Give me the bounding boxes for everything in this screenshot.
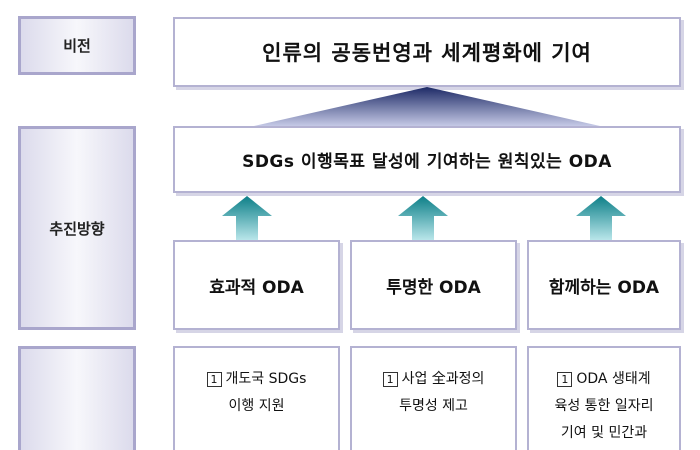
up-arrow-icon-pillar-1 [222,196,272,240]
task-number-1: 1 [206,371,222,387]
direction-text: SDGs 이행목표 달성에 기여하는 원칙있는 ODA [242,152,612,172]
pillar-box-1: 효과적 ODA [173,240,340,330]
pillar-label-2: 투명한 ODA [386,277,481,298]
pillar-label-1: 효과적 ODA [209,277,304,298]
direction-box: SDGs 이행목표 달성에 기여하는 원칙있는 ODA [173,126,681,193]
up-arrow-icon-pillar-2 [398,196,448,240]
pillar-box-2: 투명한 ODA [350,240,517,330]
label-vision-text: 비전 [63,37,91,55]
label-direction-text: 추진방향 [49,219,105,238]
task-line-2-2: 투명성 제고 [399,398,468,414]
task-line-1-2: 이행 지원 [228,398,285,414]
up-arrow-icon-vision [254,87,600,126]
task-line-3-2: 육성 통한 일자리 [554,398,654,414]
label-tasks [18,346,136,450]
task-number-2: 1 [382,371,398,387]
vision-text: 인류의 공동번영과 세계평화에 기여 [262,41,592,65]
pillar-box-3: 함께하는 ODA [527,240,681,330]
task-line-3-3: 기여 및 민간과 [560,425,648,441]
pillar-label-3: 함께하는 ODA [548,277,660,298]
label-vision: 비전 [18,16,136,75]
up-arrow-icon-pillar-3 [576,196,626,240]
task-number-3: 1 [557,371,573,387]
vision-box: 인류의 공동번영과 세계평화에 기여 [173,17,681,87]
label-direction: 추진방향 [18,126,136,330]
